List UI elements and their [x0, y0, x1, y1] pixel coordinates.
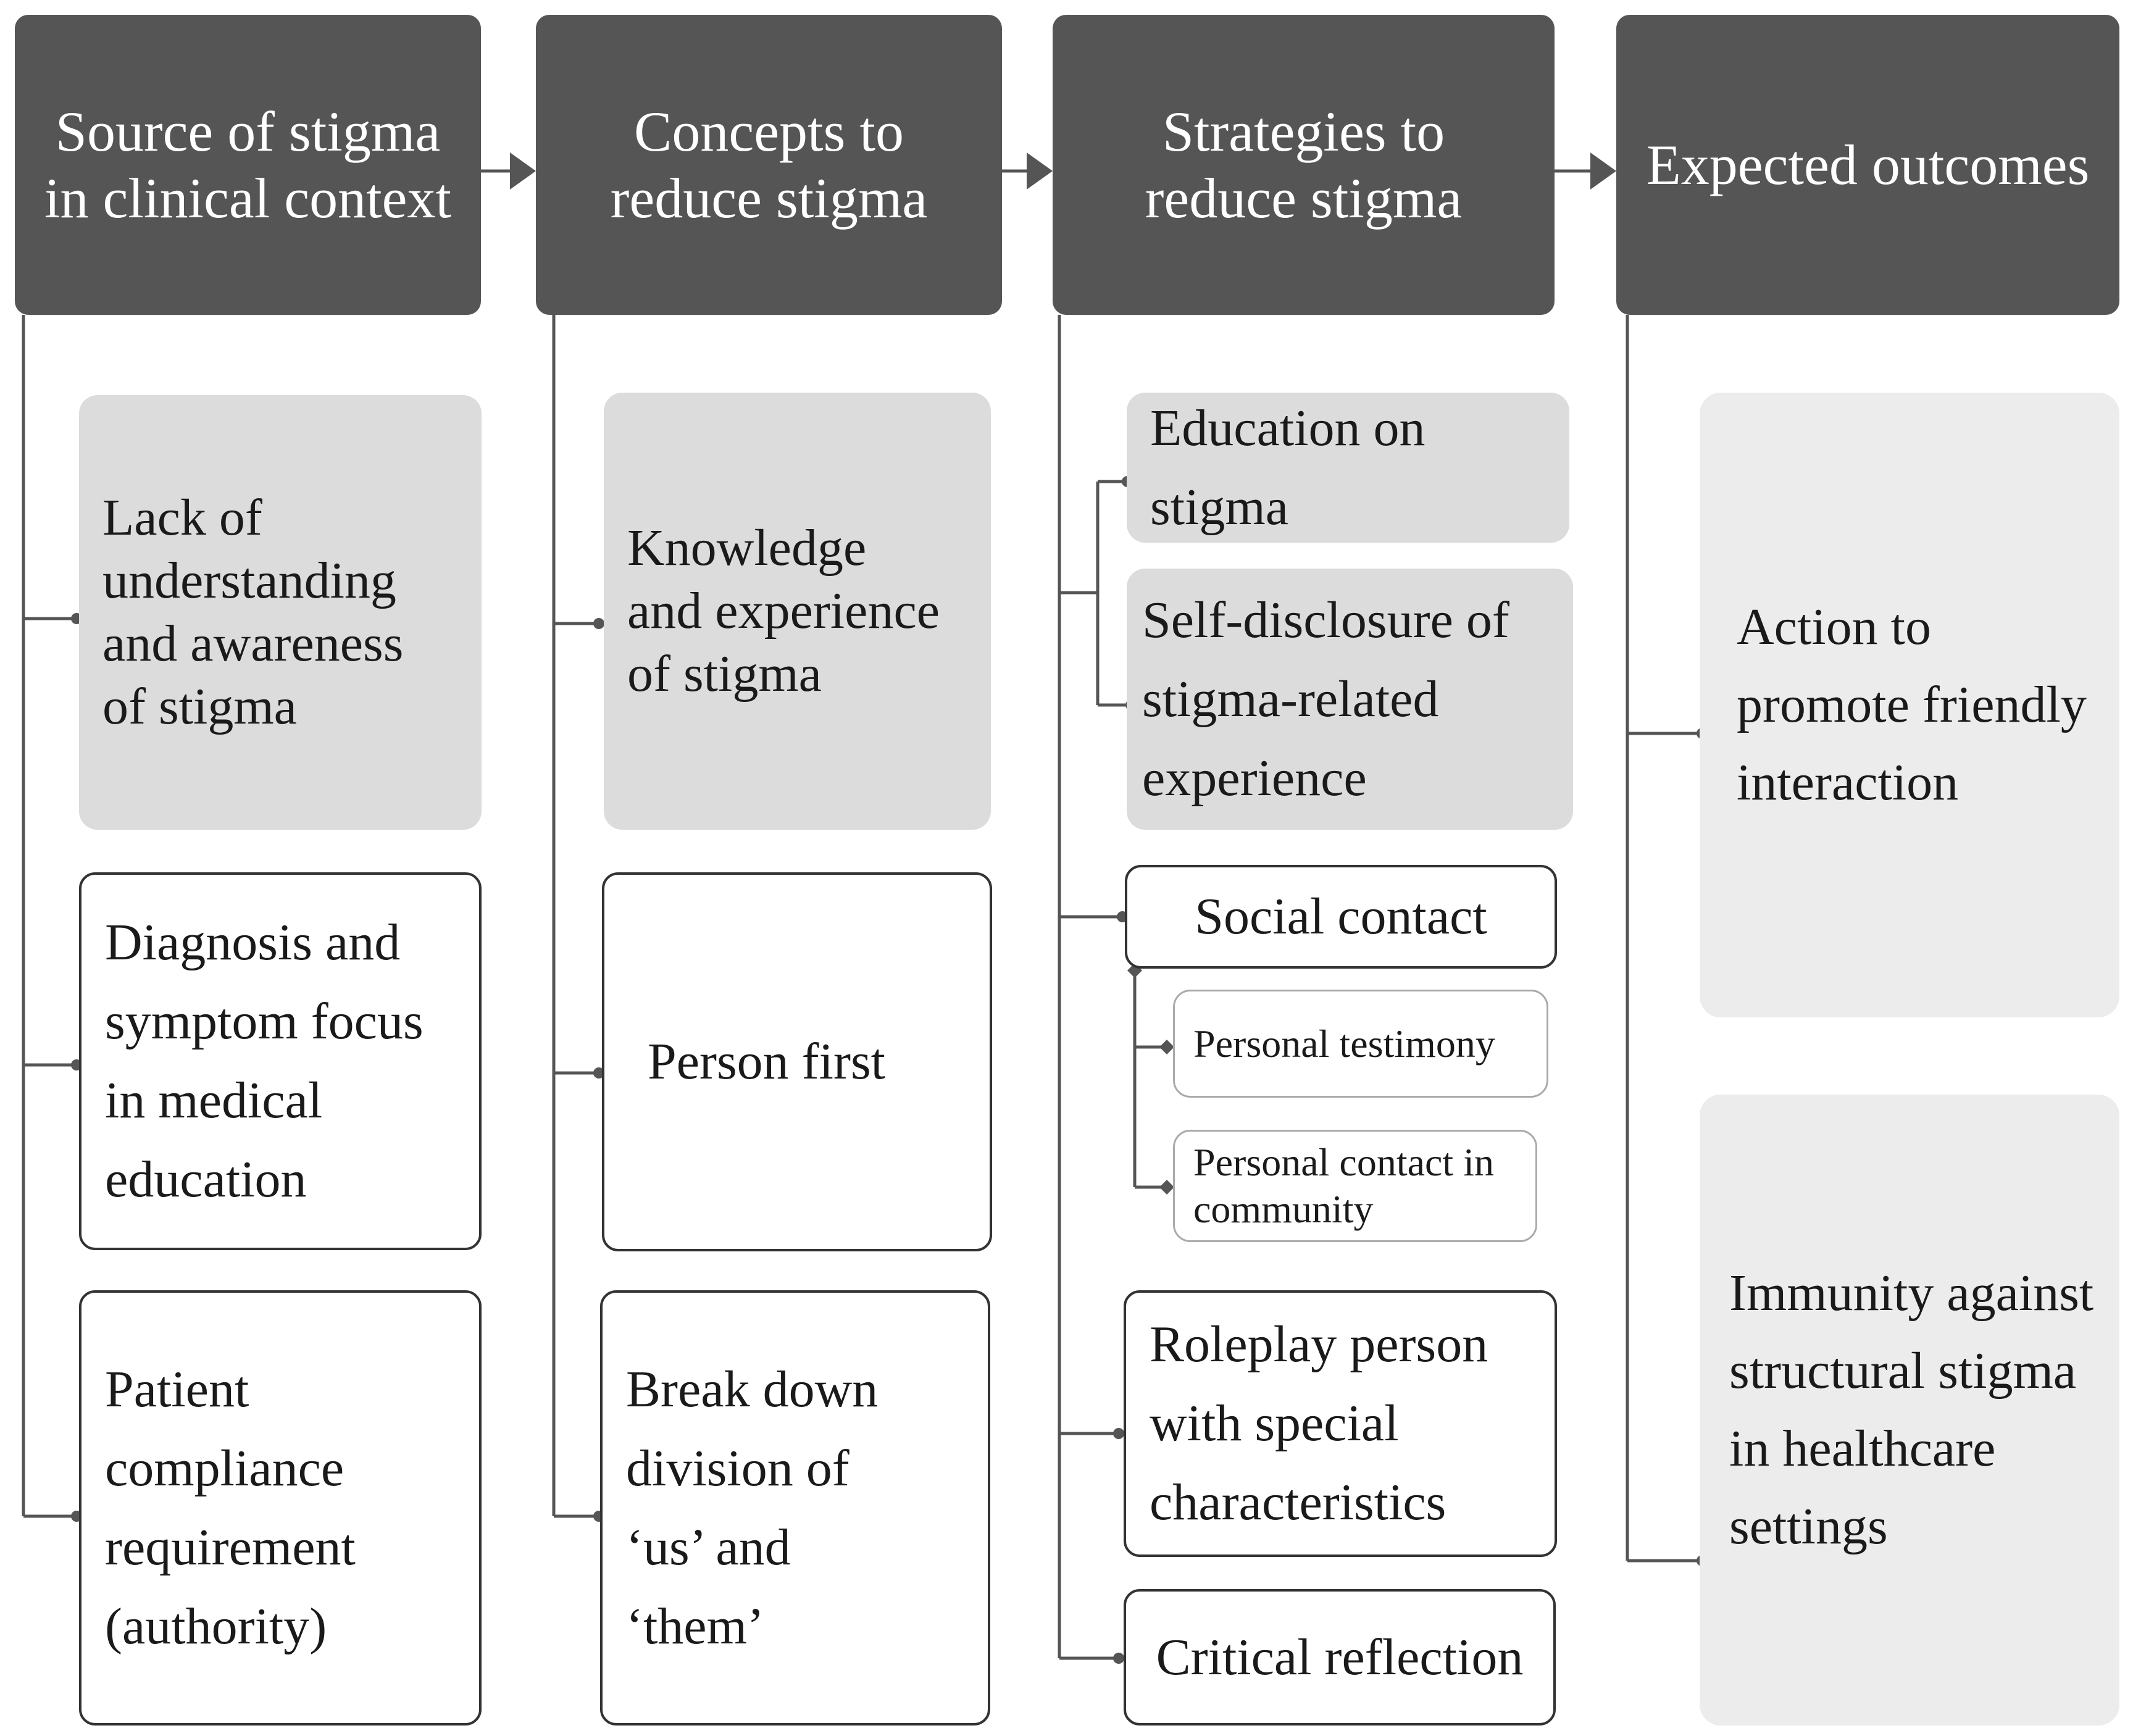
item-patient-compliance-line-3: requirement: [105, 1518, 356, 1576]
item-roleplay-line-1: Roleplay person: [1150, 1316, 1488, 1373]
item-person-first-line-1: Person first: [648, 1033, 885, 1090]
item-roleplay-line-2: with special: [1150, 1395, 1399, 1452]
item-knowledge-experience-line-2: and experience: [627, 582, 940, 640]
item-diagnosis-symptom-focus-line-4: education: [105, 1151, 307, 1208]
item-break-down-division: Break down division of ‘us’ and ‘them’: [600, 1290, 990, 1726]
item-action-friendly-interaction-line-1: Action to: [1737, 598, 1931, 656]
item-diagnosis-symptom-focus-line-1: Diagnosis and: [105, 914, 401, 971]
item-self-disclosure: Self-disclosure of stigma-related experien…: [1127, 569, 1573, 830]
item-personal-testimony: Personal testimony: [1173, 990, 1548, 1098]
item-education-on-stigma: Education on stigma: [1127, 393, 1569, 543]
header-expected-outcomes-line-1: Expected outcomes: [1646, 133, 2090, 196]
item-lack-of-understanding-line-4: of stigma: [102, 678, 297, 735]
node-dot-roleplay: [1113, 1428, 1124, 1439]
header-strategies-line-2: reduce stigma: [1145, 167, 1463, 230]
item-lack-of-understanding-line-2: understanding: [102, 552, 396, 609]
node-diamond-testimony: [1159, 1040, 1174, 1054]
item-knowledge-experience-line-3: of stigma: [627, 645, 822, 703]
item-self-disclosure-line-1: Self-disclosure of: [1142, 591, 1509, 649]
item-critical-reflection: Critical reflection: [1124, 1589, 1556, 1726]
arrow-source-to-concepts-head: [510, 152, 536, 190]
arrow-strategies-to-outcomes-head: [1590, 152, 1616, 190]
header-expected-outcomes: Expected outcomes: [1616, 15, 2119, 315]
item-lack-of-understanding: Lack of understanding and awareness of stig…: [79, 395, 482, 830]
item-patient-compliance: Patient compliance requirement (authority): [79, 1290, 482, 1726]
item-immunity-structural-stigma-line-2: structural stigma: [1729, 1342, 2077, 1400]
item-roleplay-line-3: characteristics: [1150, 1474, 1446, 1531]
item-social-contact: Social contact: [1125, 865, 1557, 969]
item-self-disclosure-line-3: experience: [1142, 749, 1367, 807]
item-personal-testimony-line-1: Personal testimony: [1193, 1021, 1495, 1066]
item-diagnosis-symptom-focus-line-3: in medical: [105, 1072, 323, 1129]
item-action-friendly-interaction: Action to promote friendly interaction: [1700, 393, 2119, 1017]
item-immunity-structural-stigma-line-4: settings: [1729, 1498, 1888, 1555]
header-source-of-stigma-line-1: Source of stigma: [55, 100, 441, 163]
item-lack-of-understanding-line-1: Lack of: [102, 489, 262, 546]
item-immunity-structural-stigma-line-3: in healthcare: [1729, 1420, 1996, 1477]
header-strategies-line-1: Strategies to: [1162, 100, 1445, 163]
item-immunity-structural-stigma: Immunity against structural stigma in heal…: [1700, 1095, 2119, 1726]
item-lack-of-understanding-line-3: and awareness: [102, 615, 404, 672]
item-break-down-division-line-2: division of: [626, 1439, 849, 1497]
item-person-first: Person first: [602, 872, 992, 1251]
item-personal-contact-community-line-1: Personal contact in: [1193, 1140, 1494, 1184]
header-concepts-line-1: Concepts to: [634, 100, 904, 163]
item-education-on-stigma-line-1: Education on: [1150, 399, 1425, 457]
item-break-down-division-line-4: ‘them’: [626, 1597, 764, 1655]
node-dot-concepts-2: [593, 1067, 604, 1079]
header-source-of-stigma-line-2: in clinical context: [44, 167, 452, 230]
item-social-contact-line-1: Social contact: [1195, 888, 1487, 945]
item-critical-reflection-line-1: Critical reflection: [1156, 1628, 1524, 1686]
node-dot-concepts-1: [593, 618, 604, 629]
item-break-down-division-line-3: ‘us’ and: [626, 1518, 791, 1576]
item-diagnosis-symptom-focus-line-2: symptom focus: [105, 993, 424, 1050]
item-immunity-structural-stigma-line-1: Immunity against: [1729, 1264, 2094, 1322]
item-patient-compliance-line-2: compliance: [105, 1439, 344, 1497]
item-knowledge-experience-line-1: Knowledge: [627, 519, 867, 577]
item-roleplay: Roleplay person with special characteristi…: [1124, 1290, 1557, 1557]
item-personal-contact-community-line-2: community: [1193, 1187, 1374, 1231]
arrow-concepts-to-strategies-head: [1027, 152, 1053, 190]
item-patient-compliance-line-1: Patient: [105, 1360, 249, 1418]
item-diagnosis-symptom-focus: Diagnosis and symptom focus in medical educ…: [79, 872, 482, 1250]
item-patient-compliance-line-4: (authority): [105, 1597, 327, 1655]
node-diamond-community: [1159, 1180, 1174, 1195]
node-dot-critical: [1113, 1653, 1124, 1664]
item-action-friendly-interaction-line-3: interaction: [1737, 754, 1959, 811]
item-self-disclosure-line-2: stigma-related: [1142, 670, 1439, 728]
item-action-friendly-interaction-line-2: promote friendly: [1737, 676, 2087, 733]
item-break-down-division-line-1: Break down: [626, 1360, 879, 1418]
item-education-on-stigma-line-2: stigma: [1150, 478, 1288, 536]
header-concepts-line-2: reduce stigma: [610, 167, 928, 230]
